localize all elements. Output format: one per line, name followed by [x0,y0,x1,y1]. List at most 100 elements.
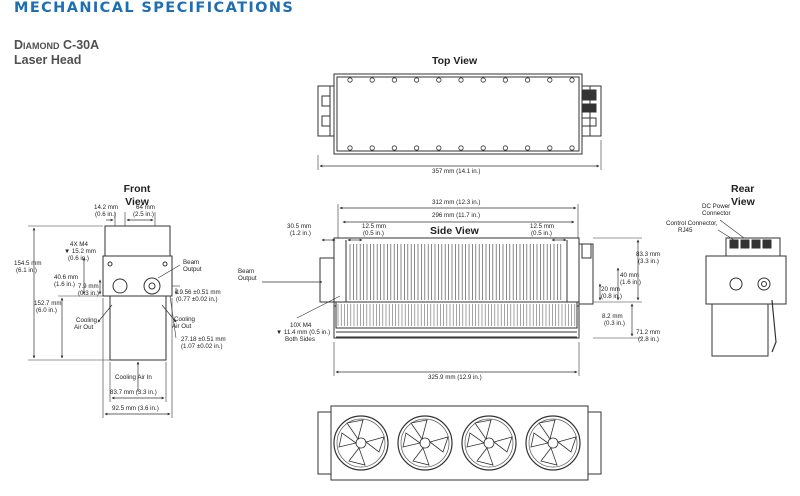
front-cooling-in: Cooling Air In [115,374,152,381]
front-dim-7-9: 7.9 mm [78,283,99,290]
side-dim-8-2-in: (0.3 in.) [604,320,625,327]
side-dim-71-2: 71.2 mm [636,329,661,336]
side-dim-8-2: 8.2 mm [602,313,623,320]
front-dim-27-18: 27.18 ±0.51 mm [181,336,226,343]
front-dim-154-5-in: (6.1 in.) [16,267,37,274]
front-dim-64-in: (2.5 in.) [133,211,154,218]
front-dim-83-7: 83.7 mm (3.3 in.) [110,389,157,396]
screw-icon [458,77,464,83]
front-cooling-out-right-2: Air Out [172,323,192,330]
screw-icon [413,145,420,151]
front-dim-15-2: ▼ 15.2 mm [64,248,96,255]
side-dim-83-3-in: (3.3 in.) [638,258,659,265]
side-dim-325-9: 325.9 mm (12.9 in.) [428,374,482,381]
rear-view-title-1: Rear [731,183,755,195]
page-title: MECHANICAL SPECIFICATIONS [14,0,295,16]
side-dim-40: 40 mm [620,272,639,279]
front-dim-14-2: 14.2 mm [94,204,119,211]
screw-icon [436,145,442,151]
screw-icon [480,77,486,83]
screw-icon [569,77,575,83]
side-dim-20-in: (0.8 in.) [601,293,622,300]
front-dim-m4: 4X M4 [70,241,88,248]
screw-icon [524,145,531,151]
screw-icon [502,145,508,151]
part-name: Laser Head [14,53,82,67]
front-dim-40-6: 40.6 mm [54,274,79,281]
front-dim-64: 64 mm [136,204,155,211]
side-dim-71-2-in: (2.8 in.) [638,336,659,343]
side-dim-296: 296 mm (11.7 in.) [432,212,481,219]
side-dim-12-5-left-in: (0.5 in.) [363,230,384,237]
front-dim-152-7-in: (6.0 in.) [36,307,57,314]
screw-icon [480,145,486,151]
fan-icon [525,415,581,471]
screw-icon [391,145,397,151]
top-view-title: Top View [432,55,478,67]
screw-icon [347,145,353,151]
side-dim-m4: 10X M4 [290,322,312,329]
side-view-title: Side View [430,225,479,237]
rear-dc-label: DC Power [702,203,731,210]
fan-icon [461,415,517,471]
side-dim-12-5-left: 12.5 mm [362,223,387,230]
fan-icon [397,415,453,471]
side-dim-30-5: 30.5 mm [287,223,312,230]
screw-icon [369,145,375,151]
front-dim-92-5: 92.5 mm (3.6 in.) [112,405,159,412]
side-dim-312: 312 mm (12.3 in.) [432,199,481,206]
top-length-label: 357 mm (14.1 in.) [432,168,481,175]
front-dim-19-56: 19.56 ±0.51 mm [176,289,221,296]
front-dim-14-2-in: (0.6 in.) [95,211,116,218]
side-dim-20: 20 mm [601,286,620,293]
side-dim-83-3: 83.3 mm [636,251,661,258]
fan-icon [333,415,389,471]
front-view-title-1: Front [123,183,151,195]
screw-icon [347,77,353,83]
side-dim-both-sides: Both Sides [285,336,315,343]
screw-icon [369,77,375,83]
screw-icon [391,77,397,83]
front-cooling-out-left-2: Air Out [74,324,94,331]
screw-icon [436,77,442,83]
side-dim-11-4: ▼ 11.4 mm (0.5 in.) [276,329,331,336]
front-view-drawing [28,212,181,418]
front-dim-15-2-in: (0.6 in.) [68,255,89,262]
front-dim-152-7: 152.7 mm [34,300,62,307]
screw-icon [413,77,420,83]
screw-icon [502,77,508,83]
screw-icon [458,145,464,151]
front-beam-label-2: Output [183,266,202,273]
screw-icon [547,77,553,83]
rear-view-title-2: View [731,196,755,208]
side-dim-12-5-right: 12.5 mm [530,223,555,230]
rear-control-label: Control Connector, [666,220,718,227]
front-cooling-out-right: Cooling [174,316,195,323]
rear-view-drawing [705,219,787,357]
top-view-drawing [317,73,602,170]
side-dim-12-5-right-in: (0.5 in.) [531,230,552,237]
front-beam-label: Beam [183,259,200,266]
side-beam-label-2: Output [238,275,257,282]
front-dim-40-6-in: (1.6 in.) [54,281,75,288]
side-view-fins [337,244,576,326]
top-view-screws [347,77,575,151]
side-dim-30-5-in: (1.2 in.) [290,230,311,237]
model-name: C-30A [63,38,100,52]
front-dim-27-18-in: (1.07 ±0.02 in.) [181,343,223,350]
model-title: Diamond C-30A Laser Head [14,38,99,68]
brand-name: Diamond [14,38,60,52]
front-cooling-out-left: Cooling [76,317,97,324]
front-dim-7-9-in: (0.3 in.) [78,290,99,297]
side-dim-40-in: (1.6 in.) [620,279,641,286]
screw-icon [569,145,575,151]
front-dim-19-56-in: (0.77 ±0.02 in.) [176,296,218,303]
rear-dc-label-2: Connector [702,210,731,217]
screw-icon [547,145,553,151]
front-view-title-2: View [125,196,149,208]
side-beam-label: Beam [238,268,255,275]
front-dim-154-5: 154.5 mm [14,260,42,267]
rear-control-label-2: RJ45 [678,227,693,234]
screw-icon [524,77,531,83]
